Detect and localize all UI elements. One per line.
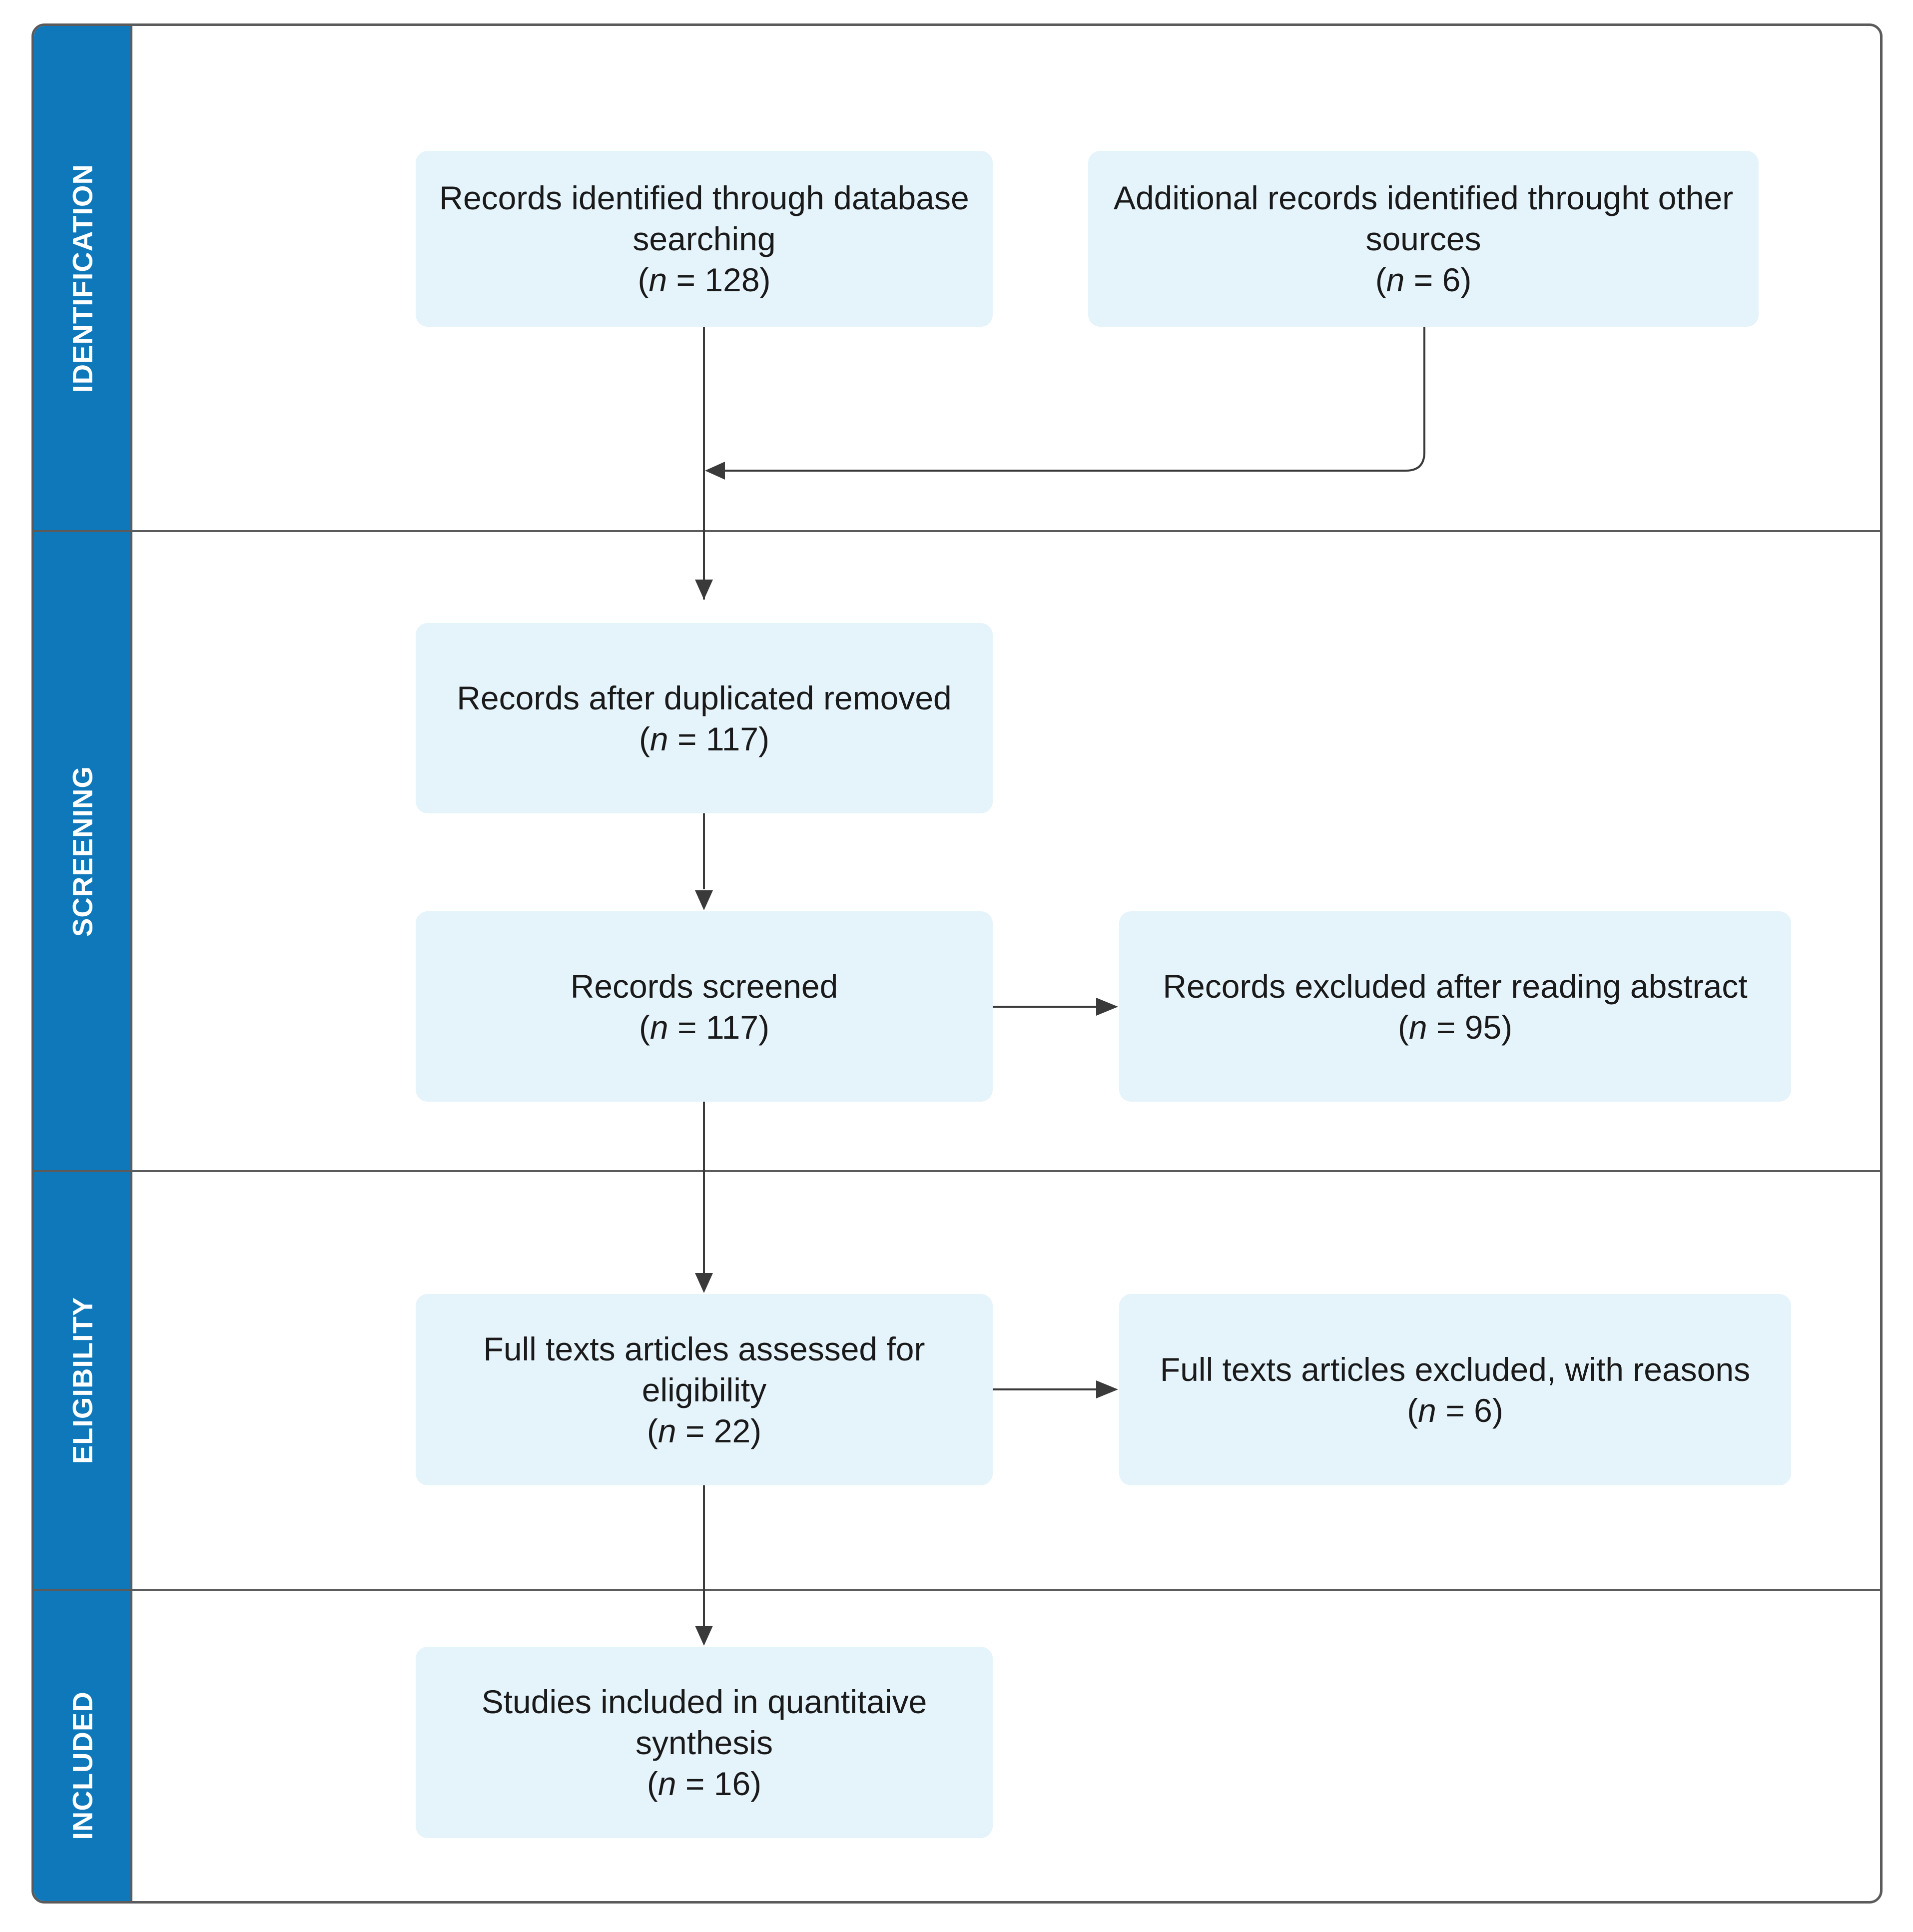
n-value: = 117) xyxy=(677,1008,770,1046)
n-symbol: n xyxy=(657,1765,676,1802)
phase-label-identification: IDENTIFICATION xyxy=(66,163,98,393)
phase-band-eligibility: ELIGIBILITY xyxy=(34,1172,130,1589)
node-text-line: Full texts articles assessed for xyxy=(483,1330,925,1367)
node-included-studies: Studies included in quantitaive synthesi… xyxy=(416,1647,993,1838)
phase-band-identification: IDENTIFICATION xyxy=(34,26,130,530)
node-text-line: Additional records identified throught o… xyxy=(1113,179,1734,216)
node-excluded-abstract: Records excluded after reading abstract … xyxy=(1119,911,1791,1102)
node-full-text-excluded: Full texts articles excluded, with reaso… xyxy=(1119,1294,1791,1485)
node-count: (n = 6) xyxy=(1407,1391,1503,1429)
n-value: = 6) xyxy=(1445,1391,1503,1429)
node-other-sources: Additional records identified throught o… xyxy=(1088,151,1759,327)
node-text-line: Studies included in quantitaive xyxy=(481,1683,927,1720)
node-full-text-assessed: Full texts articles assessed for eligibi… xyxy=(416,1294,993,1485)
band-edge-line xyxy=(130,26,132,1901)
node-count: (n = 22) xyxy=(646,1412,762,1449)
phase-divider-1 xyxy=(34,530,1880,532)
node-database-search: Records identified through database sear… xyxy=(416,151,993,327)
n-symbol: n xyxy=(648,261,667,298)
n-symbol: n xyxy=(649,1008,668,1046)
node-count: (n = 6) xyxy=(1375,261,1472,298)
n-symbol: n xyxy=(1408,1008,1427,1046)
node-text-line: Records after duplicated removed xyxy=(457,679,952,716)
node-count: (n = 95) xyxy=(1397,1008,1513,1046)
node-records-screened: Records screened (n = 117) xyxy=(416,911,993,1102)
n-value: = 95) xyxy=(1436,1008,1513,1046)
node-text-line: sources xyxy=(1365,220,1481,257)
n-symbol: n xyxy=(1418,1391,1436,1429)
phase-band-screening: SCREENING xyxy=(34,532,130,1170)
phase-band-included: INCLUDED xyxy=(34,1591,130,1901)
n-value: = 128) xyxy=(676,261,771,298)
node-after-duplicates: Records after duplicated removed (n = 11… xyxy=(416,623,993,813)
node-count: (n = 117) xyxy=(638,1008,770,1046)
phase-divider-3 xyxy=(34,1589,1880,1591)
n-value: = 6) xyxy=(1413,261,1472,298)
node-text-line: synthesis xyxy=(635,1724,773,1761)
phase-label-screening: SCREENING xyxy=(66,765,98,937)
phase-label-eligibility: ELIGIBILITY xyxy=(66,1296,98,1464)
node-text-line: eligibility xyxy=(641,1371,767,1408)
n-value: = 117) xyxy=(677,720,770,757)
node-text-line: Records excluded after reading abstract xyxy=(1163,967,1748,1005)
node-text-line: Full texts articles excluded, with reaso… xyxy=(1160,1350,1751,1388)
node-count: (n = 16) xyxy=(646,1765,762,1802)
n-symbol: n xyxy=(649,720,668,757)
n-symbol: n xyxy=(1386,261,1405,298)
node-text-line: searching xyxy=(633,220,776,257)
phase-divider-2 xyxy=(34,1170,1880,1172)
node-count: (n = 128) xyxy=(638,261,771,298)
node-text-line: Records screened xyxy=(570,967,838,1005)
node-count: (n = 117) xyxy=(638,720,770,757)
phase-label-included: INCLUDED xyxy=(66,1691,98,1840)
n-value: = 16) xyxy=(685,1765,762,1802)
n-symbol: n xyxy=(657,1412,676,1449)
n-value: = 22) xyxy=(685,1412,762,1449)
node-text-line: Records identified through database xyxy=(439,179,969,216)
